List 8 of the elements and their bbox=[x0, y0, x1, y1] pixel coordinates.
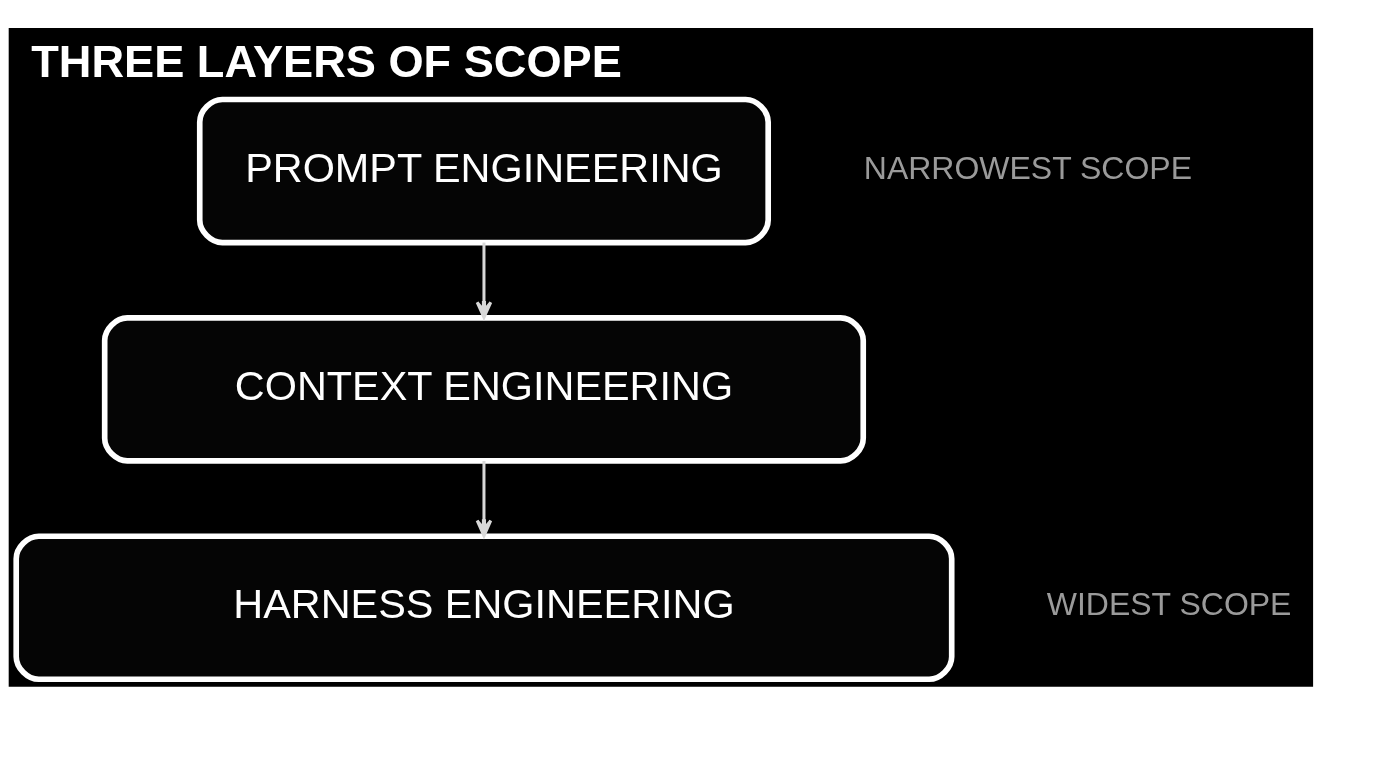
node-box: CONTEXT ENGINEERING bbox=[101, 314, 867, 464]
node-label: WIDEST SCOPE bbox=[1046, 585, 1292, 622]
arrow bbox=[475, 460, 493, 537]
arrow bbox=[475, 242, 493, 319]
node-label: NARROWEST SCOPE bbox=[863, 149, 1193, 186]
node-box: HARNESS ENGINEERING bbox=[13, 532, 955, 682]
diagram-title: THREE LAYERS OF SCOPE bbox=[31, 35, 622, 87]
node-box: PROMPT ENGINEERING bbox=[196, 96, 771, 245]
